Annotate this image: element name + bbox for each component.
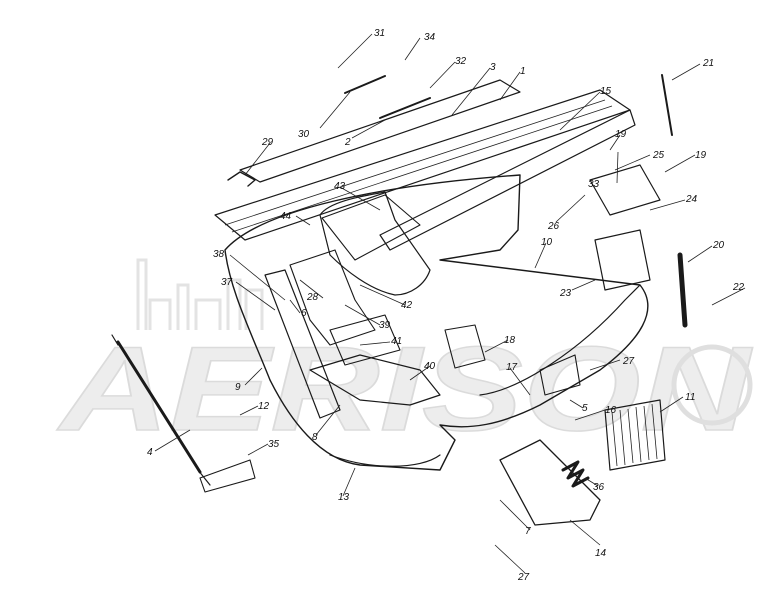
callout-label: 11	[685, 392, 695, 403]
grille-frame	[604, 399, 666, 471]
callout-label: 10	[541, 237, 553, 248]
windshield-opening	[319, 191, 431, 296]
mount-bracket-29	[227, 171, 256, 187]
callout-label: 41	[391, 336, 402, 347]
support-rod	[661, 74, 673, 136]
callout-label: 2	[344, 137, 351, 148]
callout-label: 34	[424, 32, 436, 43]
grille-slats	[611, 403, 658, 467]
callout-label: 16	[605, 405, 617, 416]
callout-label: 42	[401, 300, 413, 311]
callout-label: 32	[455, 56, 467, 67]
callout-label: 30	[298, 129, 310, 140]
headlight-bracket	[589, 164, 661, 216]
callout-label: 29	[261, 137, 274, 148]
bracket-32	[379, 97, 431, 119]
callout-label: 23	[559, 288, 572, 299]
callout-label: 15	[600, 86, 612, 97]
watermark-castle	[136, 258, 264, 330]
callout-label: 43	[334, 181, 346, 192]
hood-shell	[224, 174, 649, 471]
callout-label: 26	[547, 221, 560, 232]
callout-label: 6	[301, 308, 307, 319]
headlight-housing	[594, 229, 651, 291]
callout-label: 8	[312, 432, 318, 443]
callout-label: 38	[213, 249, 225, 260]
stiffener-bar	[379, 109, 636, 251]
hood-strut-rod	[111, 334, 211, 486]
callout-label: 7	[525, 526, 531, 537]
strut-mount-bracket	[199, 459, 256, 493]
callout-label: 24	[685, 194, 698, 205]
callout-label: 18	[504, 335, 516, 346]
hood-strut	[111, 334, 256, 493]
callout-label: 35	[268, 439, 280, 450]
console-trim-39	[289, 249, 376, 346]
hood-assembly	[214, 79, 649, 526]
hood-strut-body	[116, 340, 202, 474]
grille	[604, 399, 666, 471]
spring	[561, 460, 590, 488]
watermark-text: AERISON	[56, 322, 753, 456]
callout-label: 5	[582, 403, 588, 414]
upper-frame-rail-inner	[224, 99, 613, 233]
callout-labels: 31 34 32 3 1 21 30 2 15 19 19 25 29 33 4…	[147, 28, 745, 583]
callout-label: 31	[374, 28, 385, 39]
callout-label: 36	[593, 482, 605, 493]
callout-label: 3	[490, 62, 496, 73]
hinge-plate	[444, 324, 486, 369]
callout-label: 19	[615, 129, 627, 140]
callout-label: 20	[712, 240, 725, 251]
callout-label: 28	[306, 292, 319, 303]
callout-label: 37	[221, 277, 233, 288]
watermark: AERISON	[55, 258, 754, 457]
callout-label: 21	[702, 58, 714, 69]
hood-lower-edge	[329, 454, 441, 467]
callout-label: 25	[652, 150, 665, 161]
callout-label: 14	[595, 548, 607, 559]
headlight-bracket-assembly	[589, 164, 661, 291]
callout-label: 17	[506, 362, 518, 373]
console-trim-41	[329, 314, 401, 366]
callout-label: 40	[424, 361, 436, 372]
lower-frame-rail	[239, 79, 521, 183]
watermark-wheel	[671, 344, 753, 426]
callout-label: 9	[235, 382, 241, 393]
callout-label: 39	[379, 320, 391, 331]
callout-label: 22	[732, 282, 745, 293]
callout-label: 33	[588, 179, 600, 190]
leader-lines	[154, 33, 746, 574]
left-side-strip	[264, 269, 341, 419]
nose-pan	[499, 439, 601, 526]
right-side-panel	[479, 284, 641, 396]
callout-label: 44	[280, 211, 292, 222]
callout-label: 1	[520, 66, 526, 77]
callout-label: 4	[147, 447, 153, 458]
callout-label: 13	[338, 492, 350, 503]
handle-grip	[677, 252, 688, 328]
dash-panel-43	[321, 194, 421, 261]
console-trim-40	[309, 354, 441, 406]
callout-label: 19	[695, 150, 707, 161]
callout-label: 12	[258, 401, 270, 412]
vent-opening	[539, 354, 581, 396]
callout-label: 27	[517, 572, 530, 583]
bracket-30	[344, 75, 386, 94]
callout-label: 27	[622, 356, 635, 367]
